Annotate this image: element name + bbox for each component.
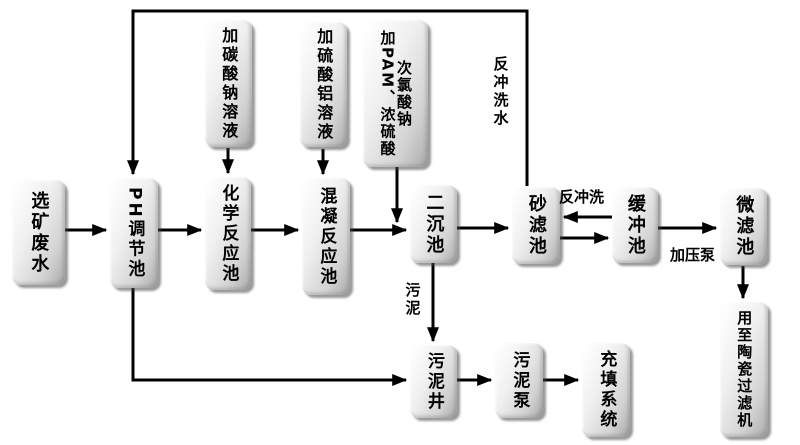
node-ph-adjust-tank: PH调节池 bbox=[110, 178, 158, 288]
node-chemical-reaction-tank: 化学反应池 bbox=[205, 177, 251, 290]
node-mineral-wastewater: 选矿废水 bbox=[12, 180, 65, 285]
node-label: 污泥泵 bbox=[509, 350, 530, 411]
node-label-column-2: 次氯酸钠 bbox=[395, 59, 413, 128]
node-label: 污泥井 bbox=[423, 351, 444, 412]
node-sand-filter-tank: 砂滤池 bbox=[512, 187, 560, 264]
node-sludge-pump: 污泥泵 bbox=[495, 343, 543, 418]
node-label: 加碳酸钠溶液 bbox=[219, 26, 239, 141]
node-label: 选矿废水 bbox=[28, 190, 50, 275]
label-backwash: 反冲洗 bbox=[559, 188, 605, 206]
node-sludge-well: 污泥井 bbox=[410, 345, 457, 418]
node-label: 二沉池 bbox=[423, 192, 445, 256]
label-pressure-pump: 加压泵 bbox=[670, 246, 716, 264]
node-label: 加硫酸铝溶液 bbox=[314, 27, 334, 142]
node-label: 微滤池 bbox=[733, 195, 755, 258]
node-secondary-sedimentation-tank: 二沉池 bbox=[410, 185, 457, 263]
node-label: 混凝反应池 bbox=[316, 186, 337, 287]
node-to-ceramic-filter: 用至陶瓷过滤机 bbox=[720, 302, 768, 437]
node-dose-pam-hypochlorite-acid: 加PAM、浓硫酸 次氯酸钠 bbox=[363, 20, 428, 167]
node-label: 用至陶瓷过滤机 bbox=[735, 310, 754, 429]
node-label: 化学反应池 bbox=[218, 183, 239, 284]
edge-backwash-water-loop bbox=[127, 9, 529, 186]
node-label: PH调节池 bbox=[124, 186, 145, 280]
node-buffer-tank: 缓冲池 bbox=[612, 187, 658, 263]
node-label: 缓冲池 bbox=[624, 193, 646, 257]
node-label: 砂滤池 bbox=[525, 194, 547, 257]
node-dose-sodium-carbonate: 加碳酸钠溶液 bbox=[205, 20, 252, 147]
node-micro-filter-tank: 微滤池 bbox=[720, 188, 767, 265]
edge-ph-sludgewell bbox=[131, 288, 408, 386]
node-dose-aluminum-sulfate: 加硫酸铝溶液 bbox=[300, 22, 347, 147]
node-fill-system: 充填系统 bbox=[582, 343, 630, 437]
label-sludge: 污泥 bbox=[403, 282, 422, 318]
node-label-column-1: 加PAM、浓硫酸 bbox=[378, 29, 397, 158]
node-coagulation-reaction-tank: 混凝反应池 bbox=[302, 178, 350, 295]
label-backwash-water: 反冲洗水 bbox=[491, 56, 510, 128]
node-label: 充填系统 bbox=[596, 350, 617, 430]
